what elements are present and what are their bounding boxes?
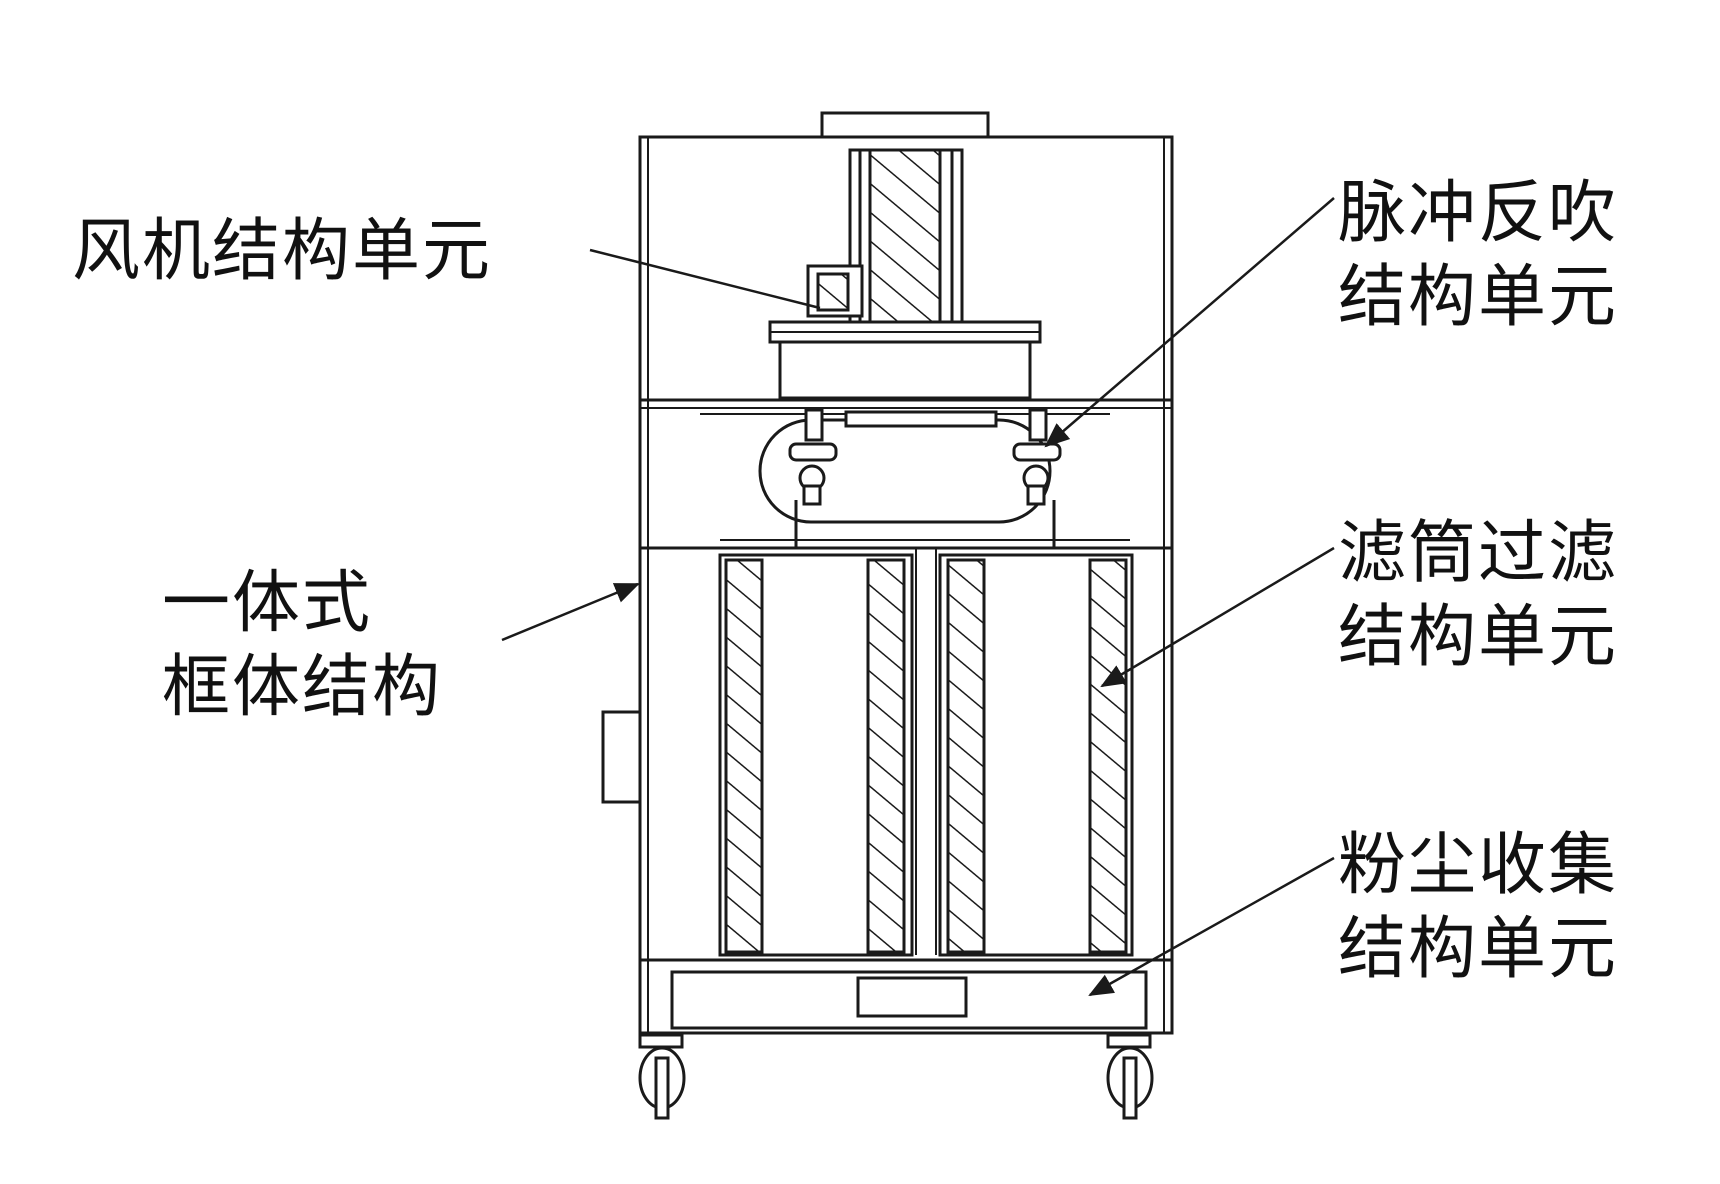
label-filter-line-1: 滤筒过滤	[1338, 514, 1619, 593]
label-dust-line-1: 粉尘收集	[1338, 826, 1619, 905]
label-frame-line-2: 框体结构	[162, 648, 443, 727]
filter-cartridge-left	[718, 553, 914, 957]
pulse-section	[700, 408, 1110, 548]
label-dust-line-2: 结构单元	[1338, 910, 1619, 989]
label-frame-unit: 一体式 框体结构	[162, 562, 442, 730]
leader-pulse	[1044, 197, 1335, 448]
side-door-handle	[601, 710, 642, 804]
fan-base	[768, 320, 1042, 400]
top-cap	[820, 111, 990, 141]
fan-motor	[806, 148, 964, 324]
label-fan-unit-text: 风机结构单元	[72, 212, 493, 291]
label-filter-line-2: 结构单元	[1338, 598, 1619, 677]
filter-cartridge-right	[938, 553, 1134, 957]
leader-filter	[1100, 546, 1335, 688]
label-fan-unit: 风机结构单元	[72, 210, 492, 294]
leader-frame	[501, 582, 640, 642]
leader-dust	[1088, 856, 1335, 997]
label-pulse-unit: 脉冲反吹 结构单元	[1338, 172, 1618, 340]
leader-fan	[589, 248, 821, 310]
label-frame-line-1: 一体式	[162, 564, 373, 643]
label-dust-unit: 粉尘收集 结构单元	[1338, 824, 1618, 992]
label-filter-unit: 滤筒过滤 结构单元	[1338, 512, 1618, 680]
dust-drawer	[640, 958, 1172, 1035]
caster-left	[638, 1033, 686, 1120]
caster-right	[1106, 1033, 1154, 1120]
label-pulse-line-2: 结构单元	[1338, 258, 1619, 337]
label-pulse-line-1: 脉冲反吹	[1338, 174, 1619, 253]
